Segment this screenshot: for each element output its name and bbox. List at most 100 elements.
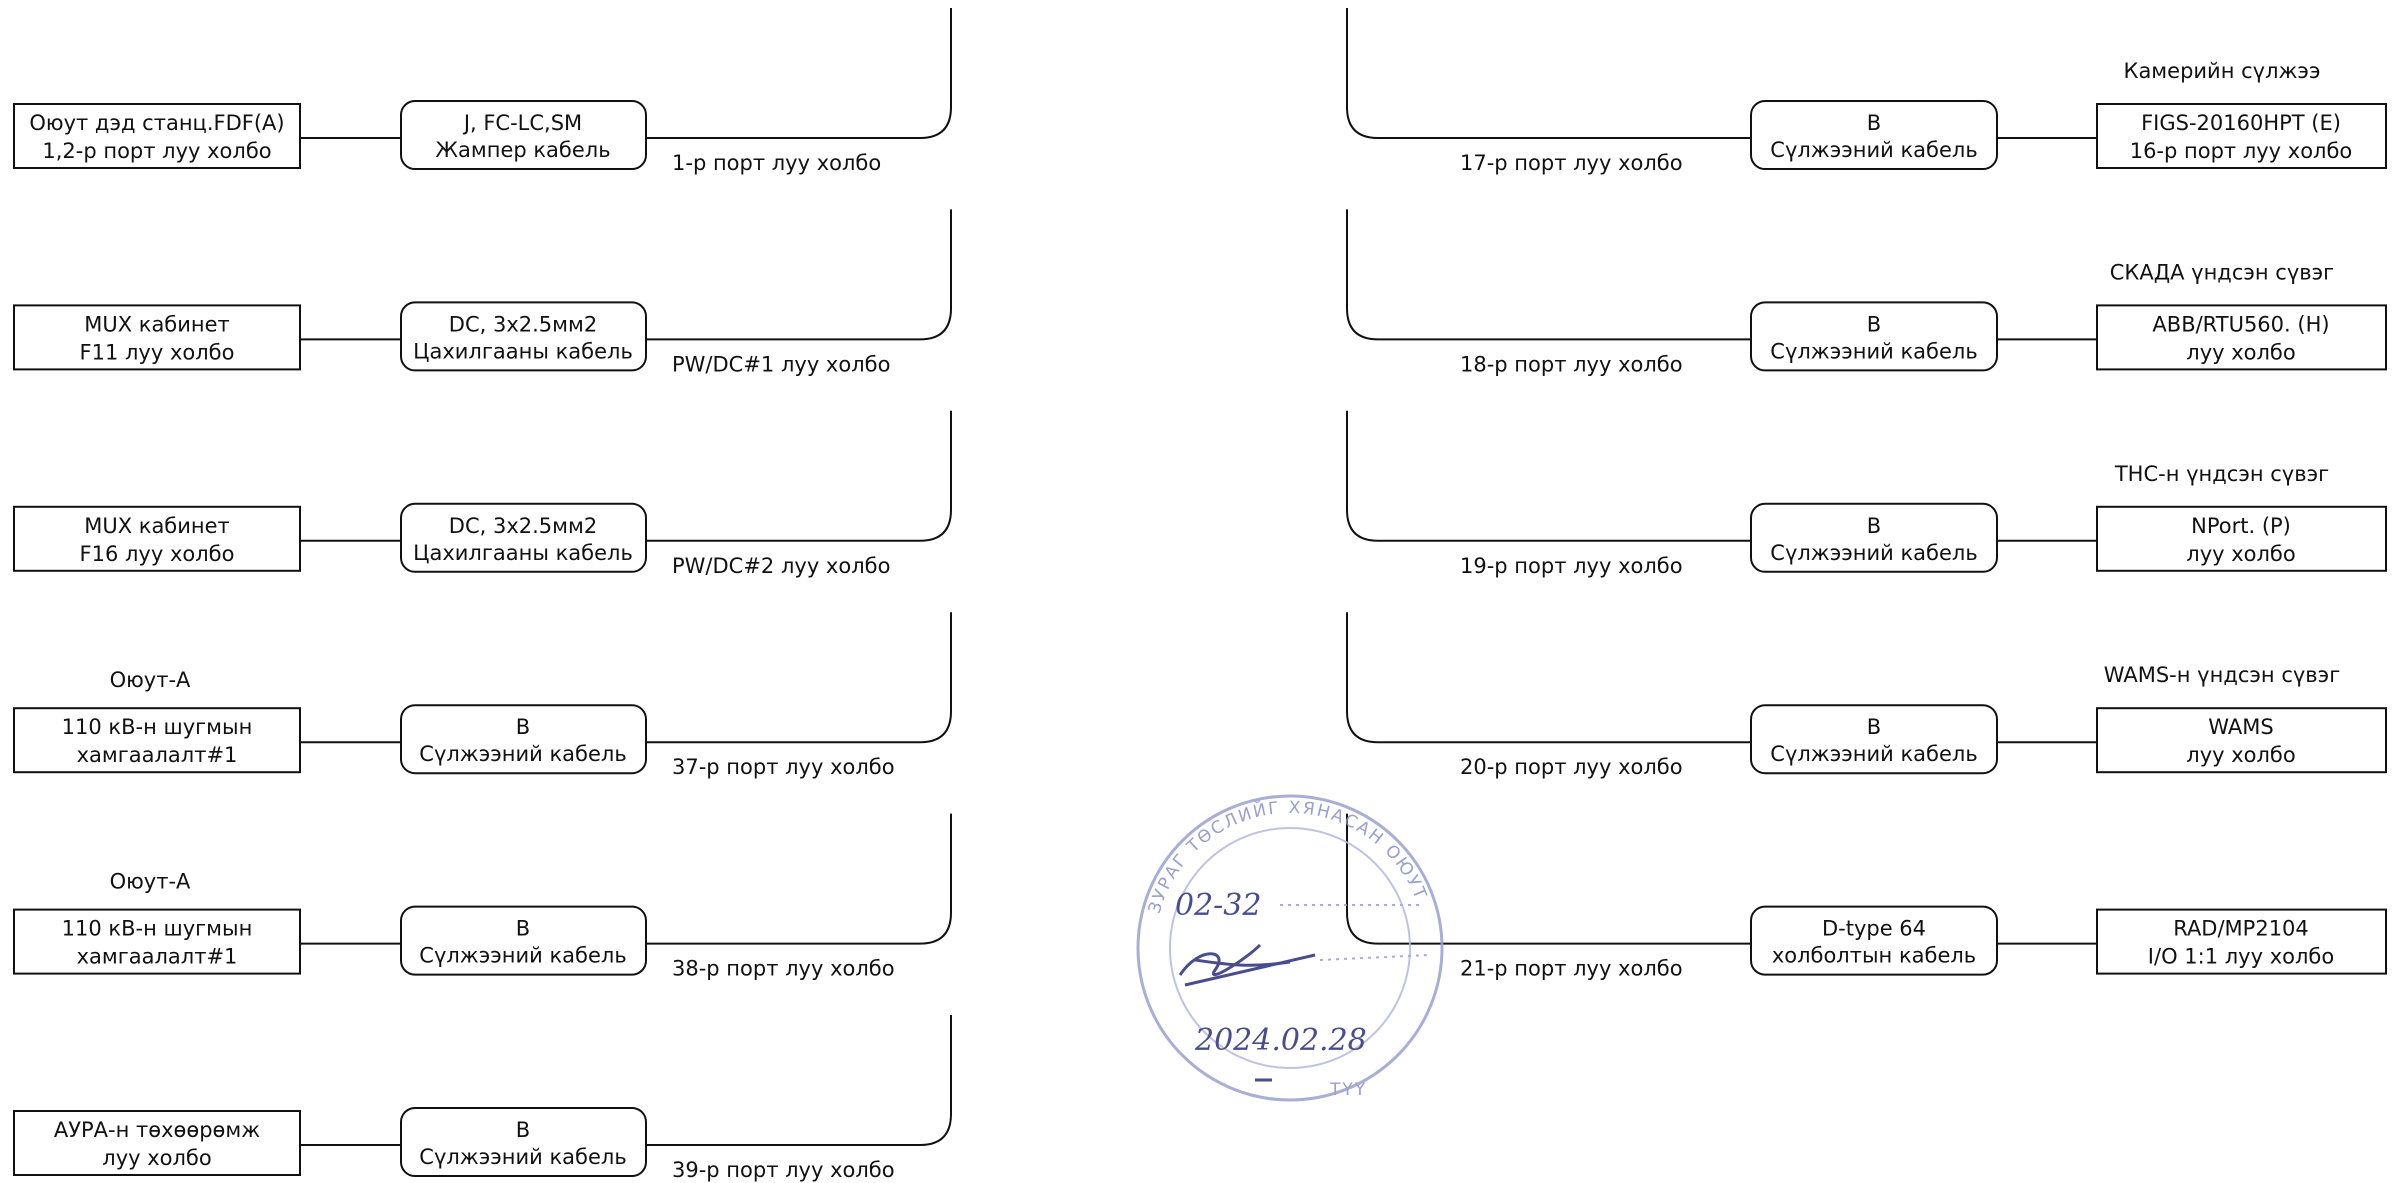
cable-label-line: Сүлжээний кабель bbox=[419, 742, 626, 766]
cable-label-line: Жампер кабель bbox=[435, 138, 610, 162]
device-label-line: F11 луу холбо bbox=[80, 340, 235, 364]
device-label-line: F16 луу холбо bbox=[80, 542, 235, 566]
device-caption: Камерийн сүлжээ bbox=[2124, 59, 2321, 83]
device-caption: WAMS-н үндсэн сүвэг bbox=[2104, 663, 2340, 687]
port-label: 38-р порт луу холбо bbox=[672, 957, 895, 981]
cable-label-line: B bbox=[1867, 715, 1881, 739]
left-connection-group: Оюут дэд станц.FDF(A) 1,2-р порт луу холб… bbox=[13, 8, 952, 1182]
device-label-line: 16-р порт луу холбо bbox=[2130, 139, 2353, 163]
device-label-line: луу холбо bbox=[102, 1146, 211, 1170]
port-line bbox=[646, 1015, 952, 1146]
port-line bbox=[1346, 410, 1751, 542]
cable-label-line: Сүлжээний кабель bbox=[419, 944, 626, 968]
stamp-date: 2024.02.28 bbox=[1194, 1023, 1367, 1058]
cable-box bbox=[400, 1107, 647, 1177]
approval-stamp: ЗУРАГ ТӨСЛИЙГ ХЯНАСАН ОЮУТ 02-32 2024.02… bbox=[1136, 794, 1444, 1102]
device-box bbox=[13, 103, 301, 169]
device-label-line: ABB/RTU560. (H) bbox=[2152, 312, 2329, 336]
cable-label-line: Сүлжээний кабель bbox=[1770, 541, 1977, 565]
cable-label-line: Сүлжээний кабель bbox=[419, 1145, 626, 1169]
device-label-line: АУРА-н төхөөрөмж bbox=[54, 1118, 260, 1142]
cable-label-line: Цахилгааны кабель bbox=[413, 339, 633, 363]
cable-label-line: DC, 3x2.5мм2 bbox=[449, 312, 597, 336]
cable-box bbox=[1750, 100, 1998, 170]
left-connection-row: Оюут дэд станц.FDF(A) 1,2-р порт луу холб… bbox=[13, 8, 952, 175]
device-label-line: хамгаалалт#1 bbox=[77, 743, 238, 767]
device-caption: СКАДА үндсэн сүвэг bbox=[2110, 260, 2334, 284]
device-box bbox=[2096, 707, 2387, 774]
cable-label-line: Цахилгааны кабель bbox=[413, 541, 633, 565]
left-connection-row: Оюут-А 110 кВ-н шугмын хамгаалалт#1 B Сүлжээ… bbox=[13, 813, 952, 981]
port-line bbox=[646, 813, 952, 945]
device-label-line: хамгаалалт#1 bbox=[77, 945, 238, 969]
device-label-line: 1,2-р порт луу холбо bbox=[42, 139, 271, 163]
device-label-line: RAD/MP2104 bbox=[2173, 917, 2309, 941]
cable-label-line: Сүлжээний кабель bbox=[1770, 138, 1977, 162]
device-box bbox=[13, 505, 301, 572]
port-label: 19-р порт луу холбо bbox=[1460, 554, 1683, 578]
right-connection-row: THC-н үндсэн сүвэг 19-р порт луу холбо B Сү… bbox=[1346, 410, 2387, 578]
cable-label-line: DC, 3x2.5мм2 bbox=[449, 514, 597, 538]
cable-box bbox=[400, 704, 647, 775]
cable-box bbox=[400, 100, 647, 170]
device-caption: Оюут-А bbox=[110, 870, 191, 894]
port-line bbox=[646, 8, 952, 139]
device-label-line: 110 кВ-н шугмын bbox=[62, 917, 253, 941]
cable-box bbox=[400, 502, 647, 573]
device-box bbox=[2096, 505, 2387, 572]
device-label-line: луу холбо bbox=[2186, 743, 2295, 767]
cable-box bbox=[1750, 905, 1998, 976]
stamp-bottom-text: ТҮҮ bbox=[1329, 1080, 1367, 1100]
device-label-line: MUX кабинет bbox=[84, 514, 230, 538]
cable-label-line: Сүлжээний кабель bbox=[1770, 742, 1977, 766]
left-connection-row: Оюут-А 110 кВ-н шугмын хамгаалалт#1 B Сүлжээ… bbox=[13, 612, 952, 779]
cable-label-line: B bbox=[516, 1118, 530, 1142]
device-label-line: луу холбо bbox=[2186, 542, 2295, 566]
port-label: 21-р порт луу холбо bbox=[1460, 957, 1683, 981]
port-line bbox=[1346, 209, 1751, 341]
device-label-line: NPort. (P) bbox=[2191, 514, 2291, 538]
device-label-line: луу холбо bbox=[2186, 340, 2295, 364]
cable-label-line: B bbox=[1867, 514, 1881, 538]
port-line bbox=[1346, 612, 1751, 744]
cable-label-line: холболтын кабель bbox=[1772, 944, 1976, 968]
cable-label-line: B bbox=[1867, 312, 1881, 336]
port-line bbox=[1346, 8, 1751, 139]
device-box bbox=[13, 304, 301, 371]
port-label: 39-р порт луу холбо bbox=[672, 1158, 895, 1182]
device-caption: Оюут-А bbox=[110, 668, 191, 692]
device-box bbox=[2096, 908, 2387, 975]
device-label-line: WAMS bbox=[2208, 715, 2273, 739]
cable-label-line: B bbox=[516, 917, 530, 941]
port-label: 18-р порт луу холбо bbox=[1460, 352, 1683, 376]
device-box bbox=[13, 1110, 301, 1176]
device-caption: THC-н үндсэн сүвэг bbox=[2114, 462, 2329, 486]
cable-box bbox=[1750, 502, 1998, 573]
cable-box bbox=[400, 905, 647, 976]
cable-label-line: Сүлжээний кабель bbox=[1770, 339, 1977, 363]
stamp-number: 02-32 bbox=[1175, 888, 1261, 923]
device-label-line: Оюут дэд станц.FDF(A) bbox=[29, 111, 284, 135]
port-label: 17-р порт луу холбо bbox=[1460, 151, 1683, 175]
device-box bbox=[2096, 304, 2387, 371]
port-label: PW/DC#1 луу холбо bbox=[672, 352, 890, 376]
port-line bbox=[646, 410, 952, 542]
right-connection-row: Камерийн сүлжээ 17-р порт луу холбо B Сүлжэ… bbox=[1346, 8, 2387, 175]
right-connection-row: 21-р порт луу холбо D-type 64 холболтын ка… bbox=[1346, 813, 2387, 981]
right-connection-row: СКАДА үндсэн сүвэг 18-р порт луу холбо B Сү… bbox=[1346, 209, 2387, 376]
device-label-line: I/O 1:1 луу холбо bbox=[2148, 945, 2334, 969]
device-label-line: 110 кВ-н шугмын bbox=[62, 715, 253, 739]
cable-label-line: D-type 64 bbox=[1822, 917, 1926, 941]
port-label: 1-р порт луу холбо bbox=[672, 151, 881, 175]
signature-mark bbox=[1178, 943, 1316, 987]
port-line bbox=[646, 612, 952, 744]
device-box bbox=[13, 707, 301, 774]
cable-label-line: J, FC-LC,SM bbox=[462, 111, 582, 135]
cable-label-line: B bbox=[1867, 111, 1881, 135]
device-box bbox=[13, 908, 301, 975]
cable-label-line: B bbox=[516, 715, 530, 739]
